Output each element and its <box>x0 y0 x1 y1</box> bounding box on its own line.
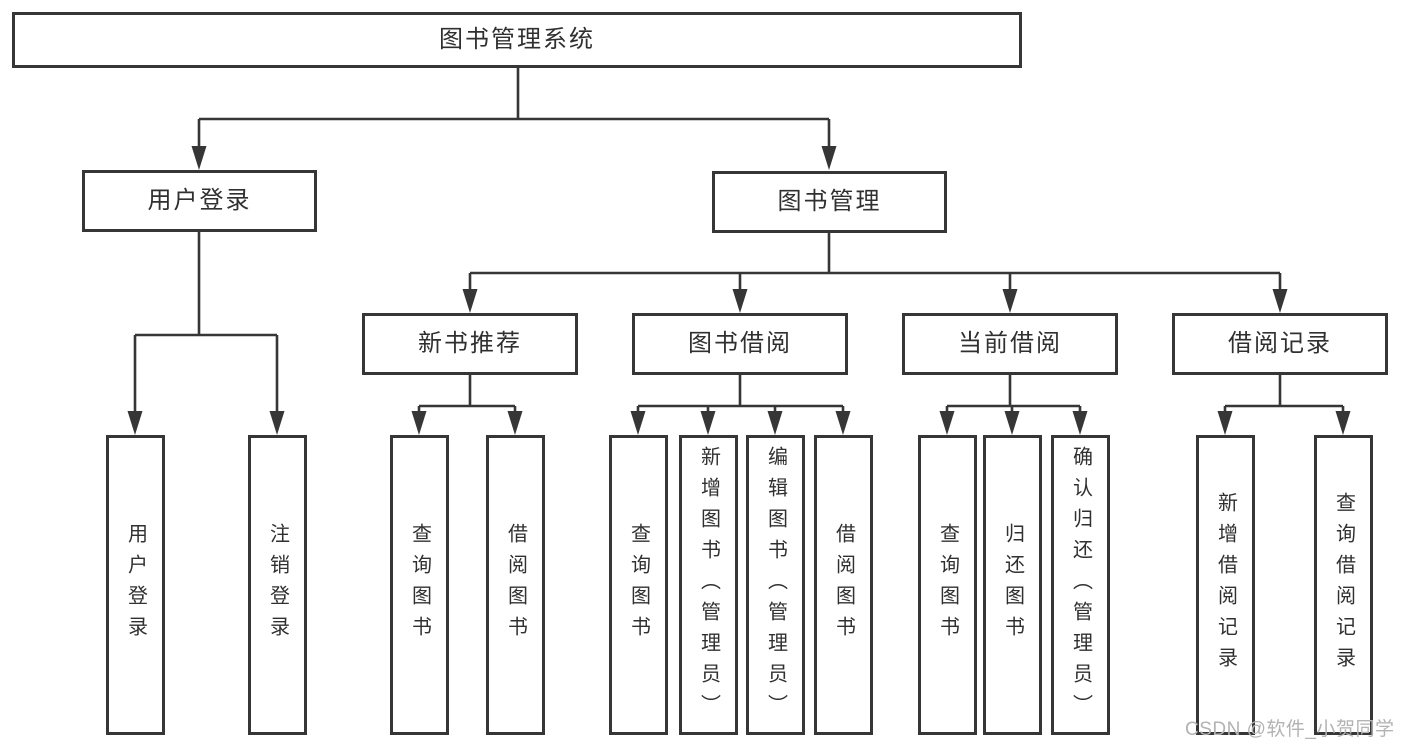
node-label: 新书推荐 <box>418 330 522 357</box>
node-label: 确认归还（管理员） <box>1069 445 1092 725</box>
node-current-borrow: 当前借阅 <box>902 313 1118 375</box>
node-label: 新增图书（管理员） <box>697 445 720 725</box>
node-current-confirm-return-admin: 确认归还（管理员） <box>1051 435 1110 735</box>
node-book-management: 图书管理 <box>712 171 947 233</box>
node-recommend-query-books: 查询图书 <box>390 435 449 735</box>
node-borrow-add-books-admin: 新增图书（管理员） <box>679 435 738 735</box>
node-label: 注销登录 <box>266 523 289 647</box>
node-logout: 注销登录 <box>248 435 307 735</box>
node-label: 查询图书 <box>936 523 959 647</box>
node-label: 用户登录 <box>124 523 147 647</box>
node-label: 当前借阅 <box>958 330 1062 357</box>
node-label: 图书借阅 <box>688 330 792 357</box>
node-label: 借阅图书 <box>832 523 855 647</box>
node-label: 新增借阅记录 <box>1214 492 1237 678</box>
csdn-watermark: CSDN @软件_小贺同学 <box>1185 719 1395 740</box>
node-records-add-record: 新增借阅记录 <box>1196 435 1255 735</box>
node-label: 归还图书 <box>1001 523 1024 647</box>
node-recommend-borrow-books: 借阅图书 <box>486 435 545 735</box>
node-book-borrow: 图书借阅 <box>632 313 848 375</box>
node-label: 借阅记录 <box>1228 330 1332 357</box>
node-borrow-records: 借阅记录 <box>1172 313 1388 375</box>
node-label: 用户登录 <box>147 187 252 214</box>
node-system: 图书管理系统 <box>12 12 1022 68</box>
node-label: 查询图书 <box>627 523 650 647</box>
node-label: 编辑图书（管理员） <box>764 445 787 725</box>
arrow-down-icons <box>127 146 1351 435</box>
connector-lines <box>133 68 1345 415</box>
node-label: 查询借阅记录 <box>1332 492 1355 678</box>
node-borrow-edit-books-admin: 编辑图书（管理员） <box>746 435 805 735</box>
node-user-login: 用户登录 <box>106 435 165 735</box>
node-current-query-books: 查询图书 <box>918 435 977 735</box>
node-borrow-borrow-books: 借阅图书 <box>814 435 873 735</box>
node-label: 借阅图书 <box>504 523 527 647</box>
node-records-query-record: 查询借阅记录 <box>1314 435 1373 735</box>
node-label: 图书管理系统 <box>439 26 595 53</box>
node-label: 查询图书 <box>408 523 431 647</box>
node-user-login-group: 用户登录 <box>82 170 317 232</box>
node-label: 图书管理 <box>777 188 882 215</box>
node-new-book-recommend: 新书推荐 <box>362 313 578 375</box>
node-current-return-books: 归还图书 <box>983 435 1042 735</box>
node-borrow-query-books: 查询图书 <box>609 435 668 735</box>
